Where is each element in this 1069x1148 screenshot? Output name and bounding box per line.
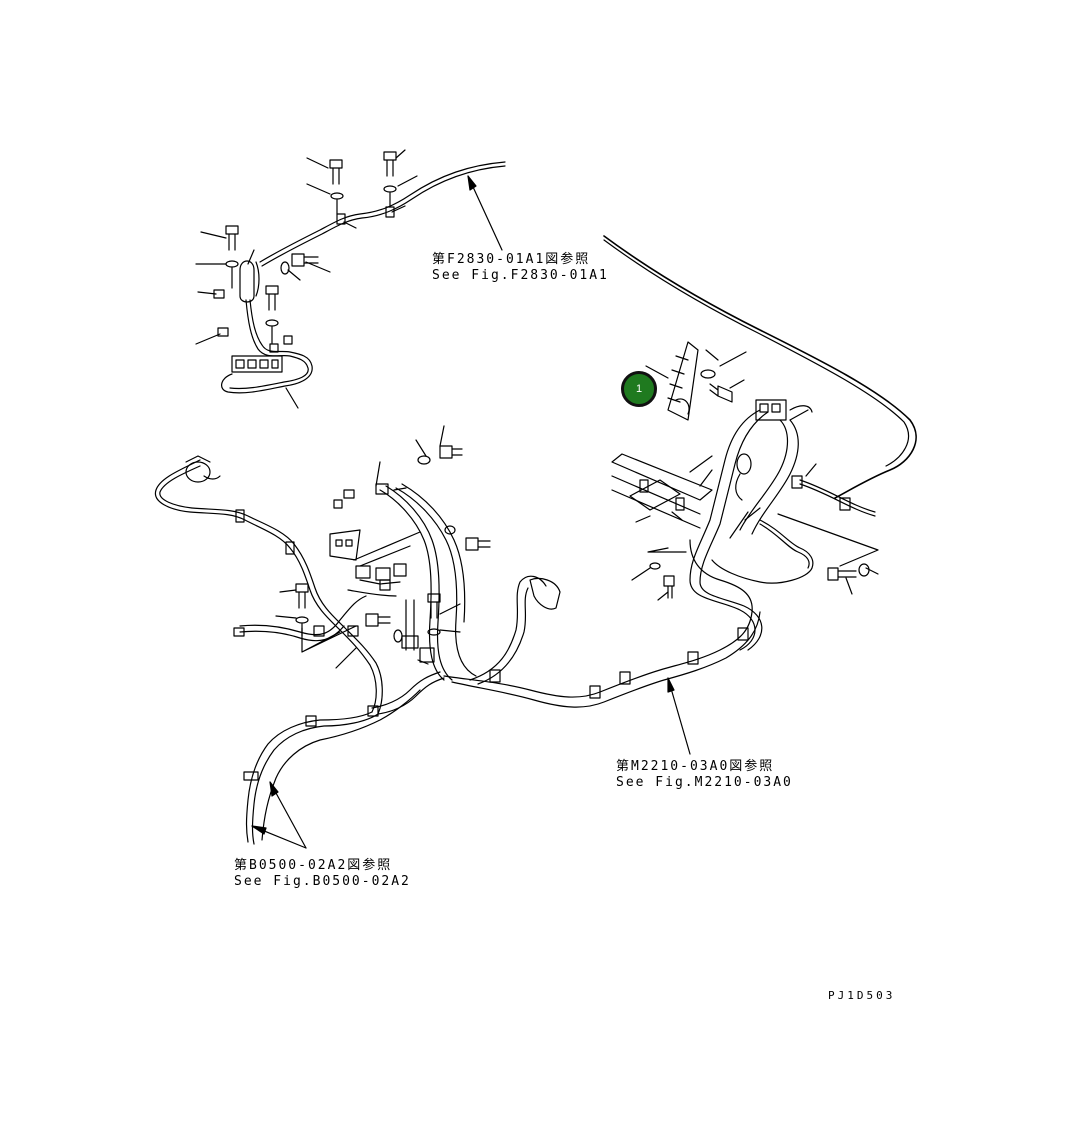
drawing-code: PJ1D503 (828, 989, 896, 1002)
reference-f2830: 第F2830-01A1図参照 See Fig.F2830-01A1 (432, 252, 609, 284)
reference-arrows (251, 175, 691, 849)
upper-left-harness (195, 149, 506, 409)
reference-f2830-jp: 第F2830-01A1図参照 (432, 252, 591, 267)
main-harness (154, 425, 761, 845)
right-bracket-group (611, 341, 879, 651)
reference-m2210-jp: 第M2210-03A0図参照 (616, 759, 775, 774)
reference-b0500-jp: 第B0500-02A2図参照 (234, 858, 393, 873)
part-callout-1[interactable]: 1 (621, 371, 657, 407)
long-cable (603, 235, 917, 499)
reference-m2210: 第M2210-03A0図参照 See Fig.M2210-03A0 (616, 759, 793, 791)
reference-f2830-en: See Fig.F2830-01A1 (432, 268, 609, 283)
reference-b0500-en: See Fig.B0500-02A2 (234, 874, 411, 889)
reference-m2210-en: See Fig.M2210-03A0 (616, 775, 793, 790)
part-callout-number: 1 (635, 383, 643, 395)
reference-b0500: 第B0500-02A2図参照 See Fig.B0500-02A2 (234, 858, 411, 890)
